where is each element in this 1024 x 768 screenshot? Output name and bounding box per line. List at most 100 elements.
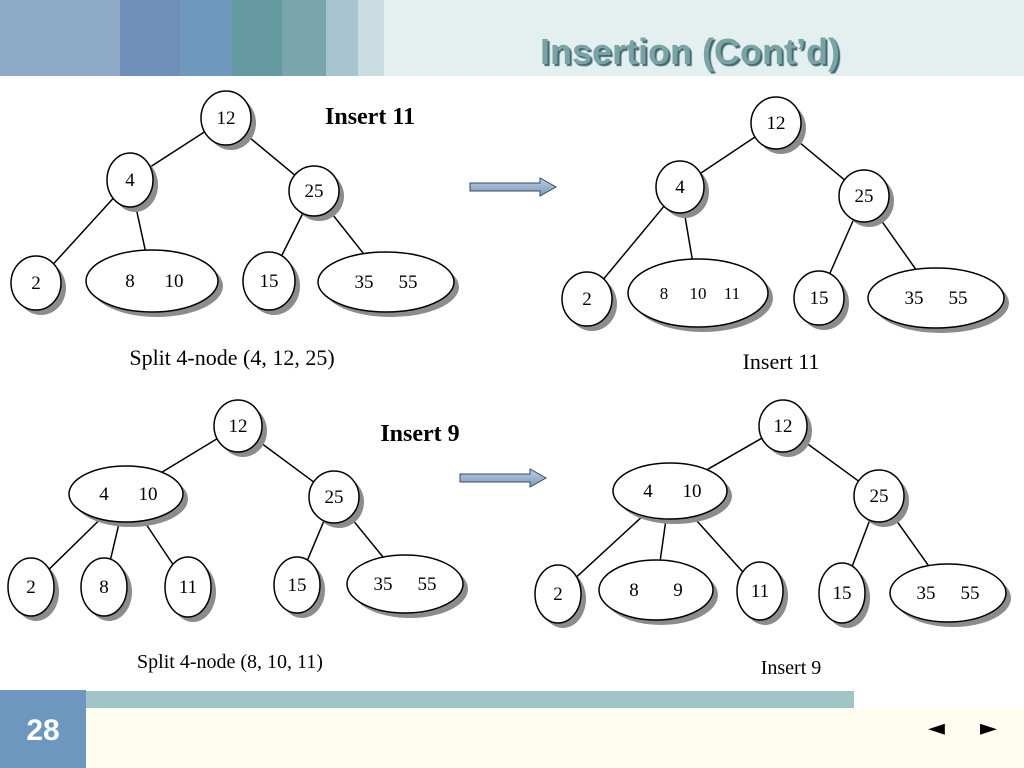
tree-edge [878,216,917,270]
node-key: 11 [751,581,769,602]
node-key: 12 [774,416,793,437]
node-key: 12 [229,416,248,437]
node-key: 55 [418,574,437,595]
tree-node: 25 [308,470,364,528]
tree-edge [349,516,384,558]
node-key: 35 [917,583,936,604]
tree-node: 12 [750,96,806,154]
tree-node: 4 [655,160,709,218]
tree-edge [109,521,121,560]
node-ellipse [534,564,582,624]
tree-node: 8 10 [85,249,223,317]
page-number-box [0,690,86,768]
arrow-right-icon [459,468,548,488]
node-ellipse [750,96,802,150]
node-ellipse [273,556,321,614]
tree-edge [851,519,871,567]
tree-node: 15 [793,270,849,330]
tree-edge [659,518,667,561]
tree-edge [576,515,644,578]
tree-edge [134,205,147,251]
node-key: 8 [629,580,639,601]
tree-edge [52,197,114,265]
node-ellipse [80,557,128,617]
node-key: 25 [870,486,889,507]
node-ellipse [853,469,905,523]
node-ellipse [655,160,705,214]
node-key: 9 [673,580,683,601]
node-ellipse [7,557,55,617]
node-ellipse [200,90,252,146]
header-band-5 [282,0,326,76]
previous-slide-button[interactable]: ◄ [928,716,945,741]
panel-3-caption: Split 4-node (8, 10, 11) [137,651,323,673]
panel-3-heading: Insert 9 [380,421,459,447]
tree-node: 25 [838,169,894,227]
node-ellipse [164,556,212,618]
node-key: 55 [949,288,968,309]
tree-node: 8 [80,557,132,621]
node-ellipse [627,258,769,328]
node-key: 4 [125,170,135,191]
tree-node: 12 [200,90,256,150]
tree-edge [48,518,101,570]
node-key: 12 [217,108,236,129]
tree-node: 15 [242,251,300,315]
tree-edge [802,439,859,482]
tree-node: 2 [7,557,59,621]
tree-node: 2 [561,271,617,331]
node-key: 15 [288,575,307,596]
node-key: 15 [260,271,279,292]
edges-layer [48,131,930,578]
node-key: 55 [961,583,980,604]
tree-node: 15 [818,562,870,628]
tree-node: 2 [10,255,66,315]
tree-node: 12 [213,399,267,457]
header-band-4 [232,0,282,76]
tree-edge [706,437,763,471]
header-band-1 [0,0,120,76]
tree-node: 35 55 [889,563,1011,627]
node-key: 55 [399,272,418,293]
header-band-8 [384,0,1024,76]
tree-edge [328,210,365,255]
node-ellipse [85,249,219,313]
node-key: 10 [690,284,707,303]
header-band-3 [180,0,232,76]
node-ellipse [10,255,62,311]
node-key: 12 [767,113,786,134]
slide-title: Insertion (Cont’d) [540,31,840,72]
next-slide-button[interactable]: ► [980,716,997,741]
node-key: 11 [179,577,197,598]
tree-edge [306,520,325,561]
header-band-2 [120,0,180,76]
node-ellipse [317,251,455,313]
node-key: 2 [26,577,36,598]
tree-edge [700,136,756,174]
tree-edge [829,219,855,274]
tree-node: 2 [534,564,586,628]
tree-edge [893,516,930,567]
node-ellipse [308,470,360,524]
node-key: 35 [374,574,393,595]
panel-1-caption: Split 4-node (4, 12, 25) [129,345,334,370]
tree-edge [149,131,205,168]
node-ellipse [889,563,1007,623]
node-key: 8 [125,271,135,292]
node-ellipse [867,267,1005,329]
node-key: 15 [833,583,852,604]
node-key: 10 [139,484,158,505]
tree-node: 4 [106,152,158,212]
node-ellipse [561,271,613,327]
node-ellipse [758,399,808,453]
node-key: 10 [165,271,184,292]
tree-edge [603,205,665,280]
tree-node: 11 [736,561,788,625]
arrow-right-icon [469,177,558,197]
tree-edge [683,212,693,260]
